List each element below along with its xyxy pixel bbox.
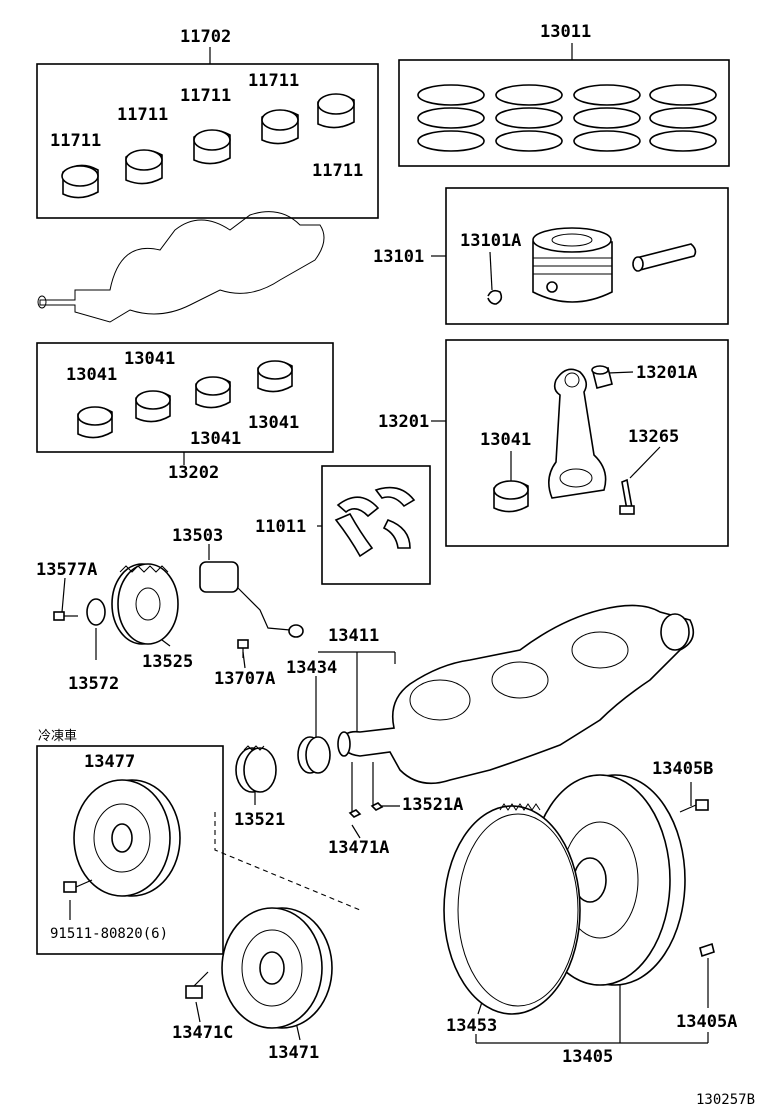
crankshaft xyxy=(337,604,695,785)
label-13453: 13453 xyxy=(446,1016,497,1036)
ring-gear xyxy=(443,803,581,1015)
piston xyxy=(532,227,613,303)
label-13201: 13201 xyxy=(378,412,429,432)
box-13011 xyxy=(398,59,730,167)
rod-bearing-2 xyxy=(135,390,171,423)
bearing-shell-3 xyxy=(193,129,231,165)
label-13707a: 13707A xyxy=(214,669,275,689)
bearing-shell-2 xyxy=(125,149,163,185)
label-11702: 11702 xyxy=(180,27,231,47)
crank-timing-gear-13434 xyxy=(297,736,331,774)
label-13011: 13011 xyxy=(540,22,591,42)
box-13202 xyxy=(36,342,334,453)
rod-bearing-shells xyxy=(77,360,293,439)
label-13265: 13265 xyxy=(628,427,679,447)
rod-bolt xyxy=(619,478,635,515)
label-11711-c: 11711 xyxy=(180,86,231,106)
label-13405: 13405 xyxy=(562,1047,613,1067)
box-11011 xyxy=(321,465,431,585)
label-13471a: 13471A xyxy=(328,838,389,858)
ring-set-2 xyxy=(495,84,563,152)
label-13041-d: 13041 xyxy=(248,413,299,433)
label-13041-b: 13041 xyxy=(124,349,175,369)
connecting-rod xyxy=(548,368,607,499)
label-13503: 13503 xyxy=(172,526,223,546)
main-bearing-shells xyxy=(61,93,355,199)
label-13411: 13411 xyxy=(328,626,379,646)
label-11711-e: 11711 xyxy=(312,161,363,181)
label-13525: 13525 xyxy=(142,652,193,672)
label-13101a: 13101A xyxy=(460,231,521,251)
label-13101: 13101 xyxy=(373,247,424,267)
label-13477: 13477 xyxy=(84,752,135,772)
label-13521a: 13521A xyxy=(402,795,463,815)
rod-bearing-4 xyxy=(257,360,293,393)
label-13572: 13572 xyxy=(68,674,119,694)
part-labels: 11702 13011 11711 11711 11711 11711 1171… xyxy=(36,22,755,1108)
label-13041-e: 13041 xyxy=(480,430,531,450)
label-13201a: 13201A xyxy=(636,363,697,383)
rod-bearing-single xyxy=(493,480,529,513)
label-13405a: 13405A xyxy=(676,1012,737,1032)
rod-bearing-3 xyxy=(195,376,231,409)
label-91511: 91511-80820(6) xyxy=(50,926,168,942)
label-13041-a: 13041 xyxy=(66,365,117,385)
bearing-shell-1 xyxy=(61,164,99,199)
label-13471c: 13471C xyxy=(172,1023,233,1043)
piston-ring-sets xyxy=(417,84,717,152)
reefer-bolt xyxy=(63,879,93,893)
ring-set-1 xyxy=(417,84,485,152)
label-11711-a: 11711 xyxy=(50,131,101,151)
snap-ring xyxy=(487,289,503,305)
bolt-13707a xyxy=(237,639,249,658)
thrust-washers xyxy=(334,486,416,558)
label-13405b: 13405B xyxy=(652,759,713,779)
label-13202: 13202 xyxy=(168,463,219,483)
label-11011: 11011 xyxy=(255,517,306,537)
keys xyxy=(348,802,384,818)
box-13201 xyxy=(445,339,729,547)
rod-bearing-1 xyxy=(77,406,113,439)
pulley-bolt-13471c xyxy=(185,971,209,999)
flywheel xyxy=(529,774,686,986)
label-13041-c: 13041 xyxy=(190,429,241,449)
label-13521: 13521 xyxy=(234,810,285,830)
box-11702 xyxy=(36,63,379,219)
label-11711-d: 11711 xyxy=(248,71,299,91)
crankshaft-ghost xyxy=(37,211,325,323)
label-13577a: 13577A xyxy=(36,560,97,580)
ring-set-3 xyxy=(573,84,641,152)
oil-pump-drive-gear xyxy=(111,563,179,645)
figure-code: 130257B xyxy=(696,1092,755,1108)
label-11711-b: 11711 xyxy=(117,105,168,125)
reefer-pulley xyxy=(73,779,181,897)
crank-pulley xyxy=(221,907,333,1029)
label-13434: 13434 xyxy=(286,658,337,678)
crank-sprocket-13521 xyxy=(235,745,277,793)
box-reefer xyxy=(36,745,224,955)
crank-position-sensor xyxy=(199,561,304,638)
label-reefer-note: 冷凍車 xyxy=(38,728,77,744)
piston-pin xyxy=(632,243,697,272)
label-13471: 13471 xyxy=(268,1043,319,1063)
small-end-bushing xyxy=(591,365,613,389)
ring-set-4 xyxy=(649,84,717,152)
dowel-pin-13405a xyxy=(699,942,715,958)
washer-13572 xyxy=(86,598,106,626)
flywheel-bolt-13405b xyxy=(679,799,709,813)
dashed-guide xyxy=(214,812,361,911)
bolt-13577a xyxy=(53,611,78,621)
bearing-shell-5 xyxy=(317,93,355,129)
bearing-shell-4 xyxy=(261,109,299,145)
